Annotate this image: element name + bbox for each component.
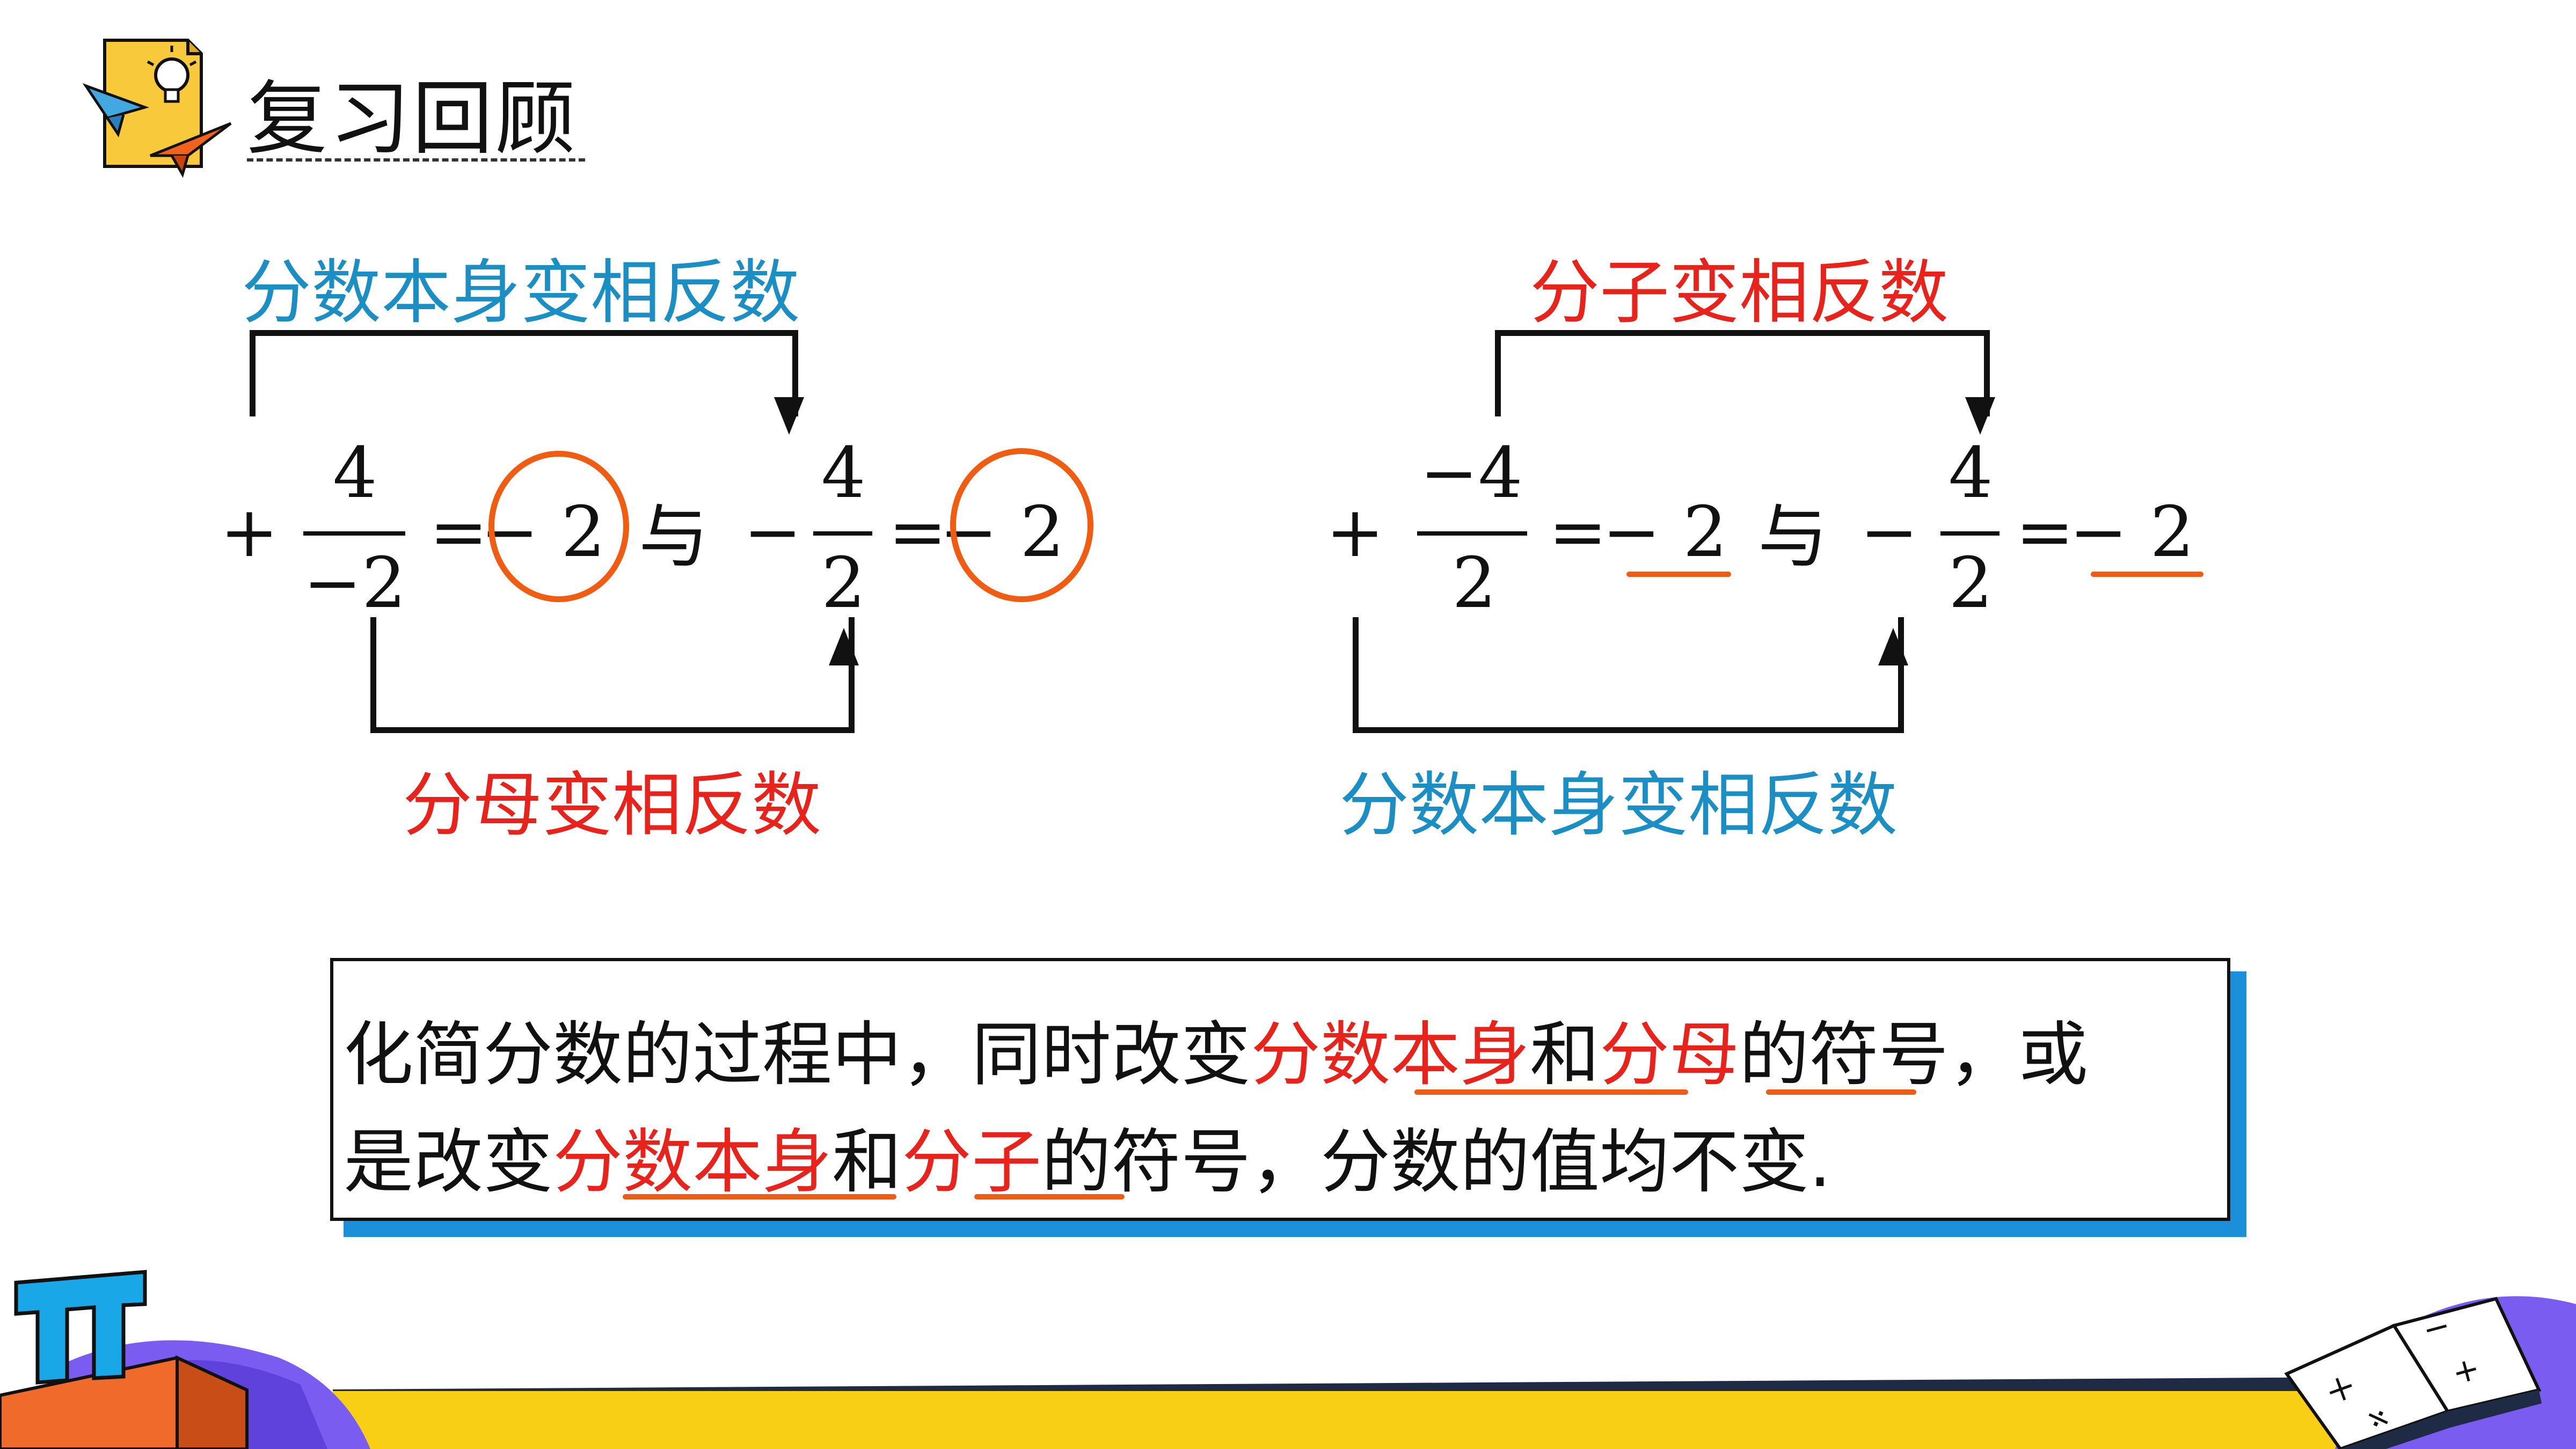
right-underline-2 [2091,572,2203,577]
left-bottom-arrowhead [829,628,859,665]
right-top-arrowhead [1965,397,1995,435]
right-bottom-bracket [1353,617,1904,733]
left-bottom-bracket [370,617,855,733]
left-plus-sign: + [220,491,279,573]
left-circle-2 [950,448,1093,602]
page-title: 复习回顾 [247,72,578,166]
summary-highlight: 分数本身 [1251,1014,1530,1095]
right-frac1-bar [1417,531,1527,536]
lightbulb-note-icon [103,39,203,168]
right-result-1: − 2 [1602,491,1727,573]
pi-block-decor [0,1270,370,1449]
left-frac1-denominator: −2 [303,542,406,624]
right-frac2-numerator: 4 [1949,432,1993,514]
right-frac1-denominator: 2 [1452,542,1497,624]
bottom-band-edge [333,1377,2453,1393]
summary-text-segment: 的符号，分数的值均不变. [1041,1121,1831,1203]
summary-text-segment: 和 [832,1121,902,1203]
paper-plane-icon [82,83,232,178]
summary-text-segment: 和 [1530,1014,1600,1095]
summary-underline-3 [623,1194,896,1199]
summary-underline-4 [974,1194,1125,1199]
left-frac2-numerator: 4 [821,432,866,514]
left-equals-1: = [429,491,488,573]
left-top-bracket [250,330,798,416]
right-bottom-arrowhead [1878,628,1908,665]
left-frac2-bar [813,531,872,536]
left-frac1-bar [303,531,405,536]
left-frac1-numerator: 4 [333,432,377,514]
left-top-arrowhead [774,397,804,435]
left-equals-2: = [888,491,947,573]
bottom-band [333,1391,2453,1449]
right-connector: 与 [1758,496,1828,577]
left-bottom-label: 分母变相反数 [403,764,822,846]
summary-text-segment: 化简分数的过程中，同时改变 [344,1014,1251,1095]
summary-underline-2 [1766,1089,1916,1095]
summary-line-2: 是改变分数本身和分子的符号，分数的值均不变. [344,1106,1831,1206]
right-frac1-numerator: −4 [1420,432,1523,514]
right-equals-1: = [1549,491,1607,573]
left-minus-sign: − [743,491,802,573]
summary-highlight: 分母 [1600,1014,1740,1095]
left-connector: 与 [639,496,709,577]
summary-highlight: 分数本身 [553,1121,833,1203]
summary-line-1: 化简分数的过程中，同时改变分数本身和分母的符号，或 [344,998,2088,1099]
title-underline [247,158,585,162]
right-equals-2: = [2016,491,2074,573]
right-frac2-denominator: 2 [1949,542,1993,624]
summary-text-segment: 是改变 [344,1121,553,1203]
math-book-decor: × ÷ − + [2284,1296,2576,1449]
left-top-label: 分数本身变相反数 [242,252,800,333]
right-result-2: − 2 [2069,491,2194,573]
left-frac2-denominator: 2 [821,542,866,624]
summary-text-segment: 的符号，或 [1739,1014,2089,1095]
right-bottom-label: 分数本身变相反数 [1339,764,1898,846]
right-top-label: 分子变相反数 [1530,252,1949,333]
right-top-bracket [1495,330,1990,416]
summary-highlight: 分子 [902,1121,1042,1203]
left-circle-1 [488,451,629,602]
right-underline-1 [1626,572,1731,577]
right-plus-sign: + [1326,491,1384,573]
summary-underline-1 [1414,1089,1688,1095]
right-minus-sign: − [1860,491,1918,573]
right-frac2-bar [1940,531,1999,536]
